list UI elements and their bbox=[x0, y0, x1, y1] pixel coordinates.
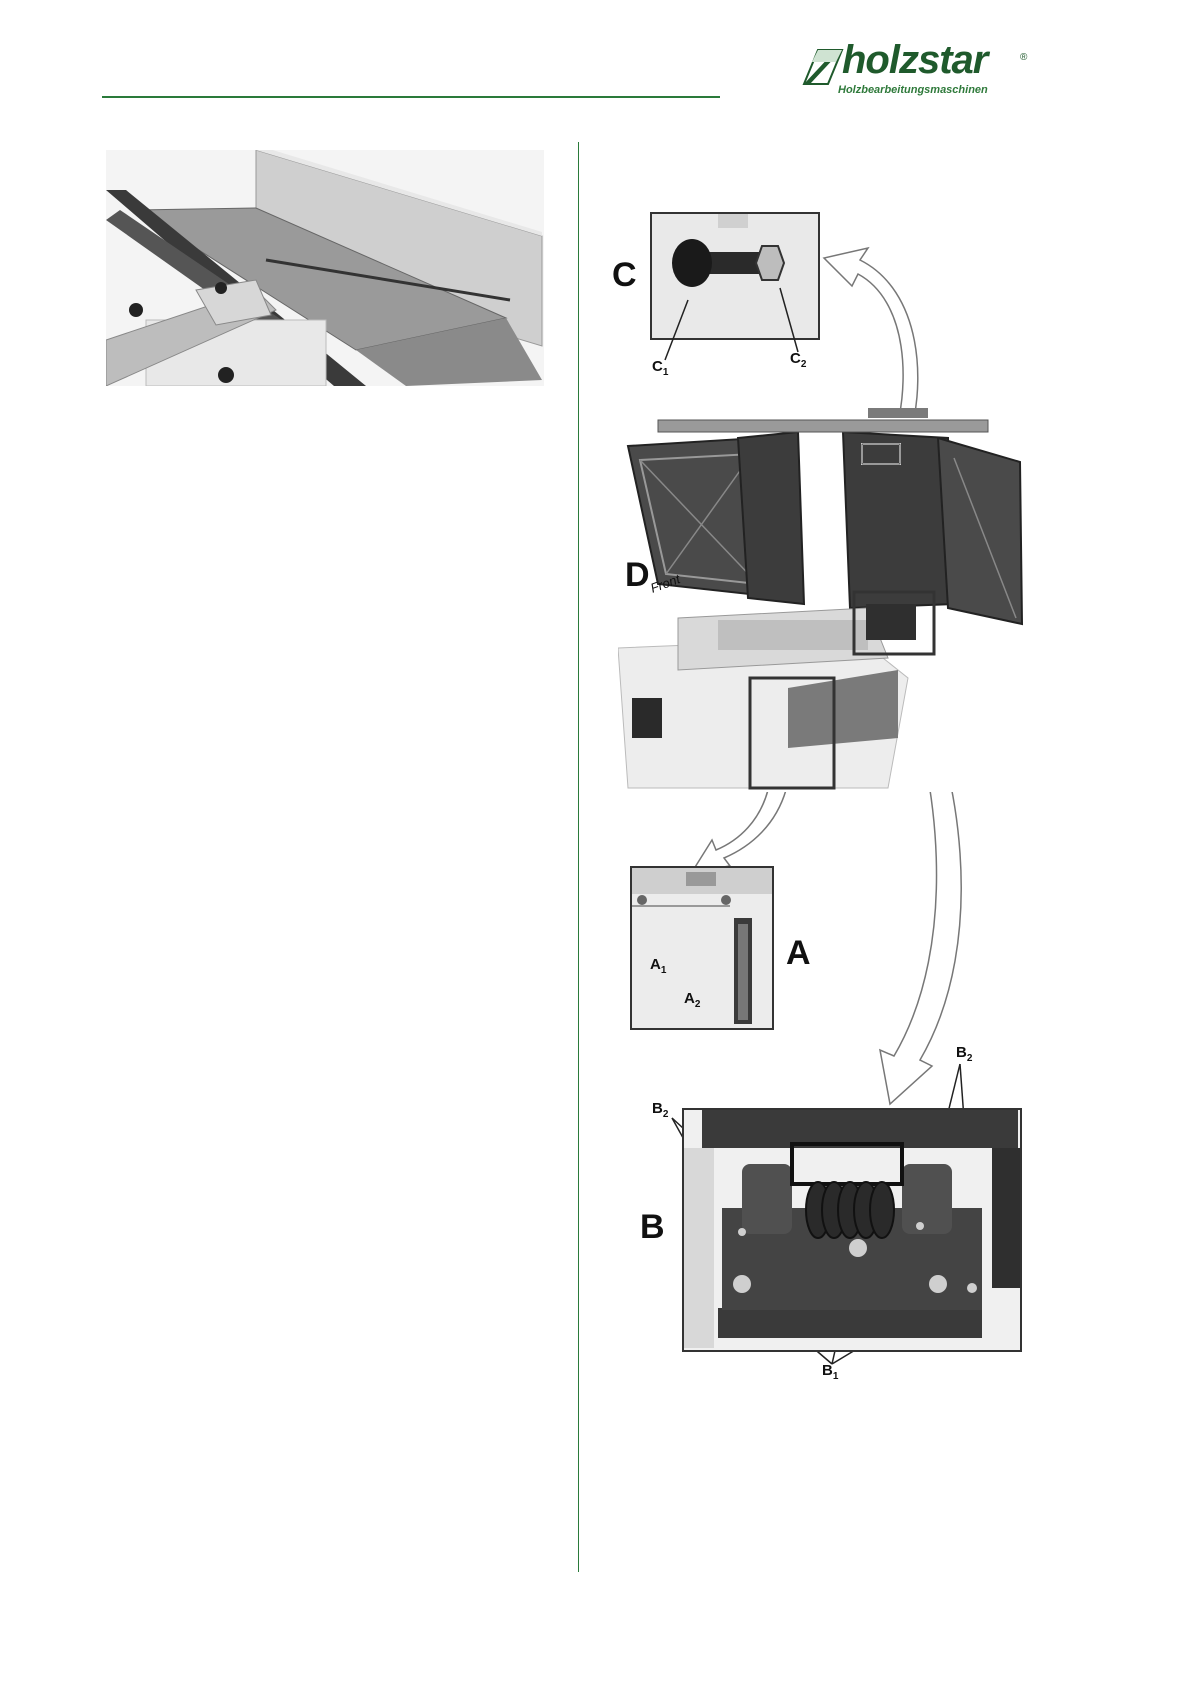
detail-c-photo bbox=[650, 212, 820, 340]
jointer-fence-photo bbox=[106, 150, 544, 386]
label-b1: B1 bbox=[822, 1362, 838, 1382]
label-c1: C1 bbox=[652, 358, 668, 378]
brand-tagline: Holzbearbeitungsmaschinen bbox=[838, 84, 988, 96]
label-c: C bbox=[612, 256, 637, 295]
planer-machine-photo bbox=[618, 408, 1024, 792]
label-d: D bbox=[625, 556, 650, 595]
label-b2-right: B2 bbox=[956, 1044, 972, 1064]
label-c2: C2 bbox=[790, 350, 806, 370]
logo-mark-icon bbox=[798, 44, 848, 88]
header-rule bbox=[102, 96, 720, 98]
detail-a-photo bbox=[630, 866, 774, 1030]
brand-name: holzstar bbox=[842, 38, 987, 83]
label-b2-left: B2 bbox=[652, 1100, 668, 1120]
registered-mark: ® bbox=[1020, 52, 1027, 63]
brand-logo: holzstar ® Holzbearbeitungsmaschinen bbox=[798, 44, 1058, 102]
label-a: A bbox=[786, 934, 811, 973]
detail-b-photo bbox=[682, 1108, 1022, 1352]
label-a1: A1 bbox=[650, 956, 666, 976]
column-divider bbox=[578, 142, 579, 1572]
label-a2: A2 bbox=[684, 990, 700, 1010]
label-b: B bbox=[640, 1208, 665, 1247]
